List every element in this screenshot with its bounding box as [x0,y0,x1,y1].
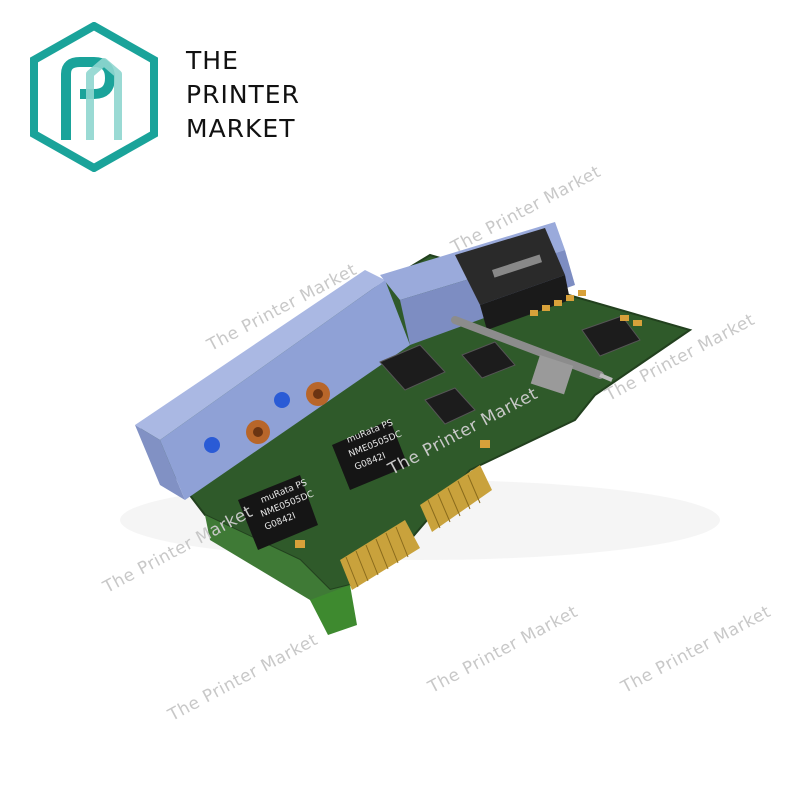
brand-wordmark: THE PRINTER MARKET [186,44,300,146]
ic-chips [379,315,641,425]
inductors [246,382,330,444]
mounting-rod [451,316,613,395]
dip-components [295,290,642,548]
trimmer-pots [204,392,290,453]
dc-dc-module-1: muRata PS NME0505DC G0842I [238,475,318,550]
brand-line-2: PRINTER [186,80,300,109]
brand-line-1: THE [186,46,239,75]
edge-connector [340,465,492,590]
d-sub-connector [455,228,570,330]
hexagon-pm-monogram-icon [30,22,158,172]
brand-line-3: MARKET [186,114,296,143]
dc-dc-module-2: muRata PS NME0505DC G0842I [332,418,408,490]
